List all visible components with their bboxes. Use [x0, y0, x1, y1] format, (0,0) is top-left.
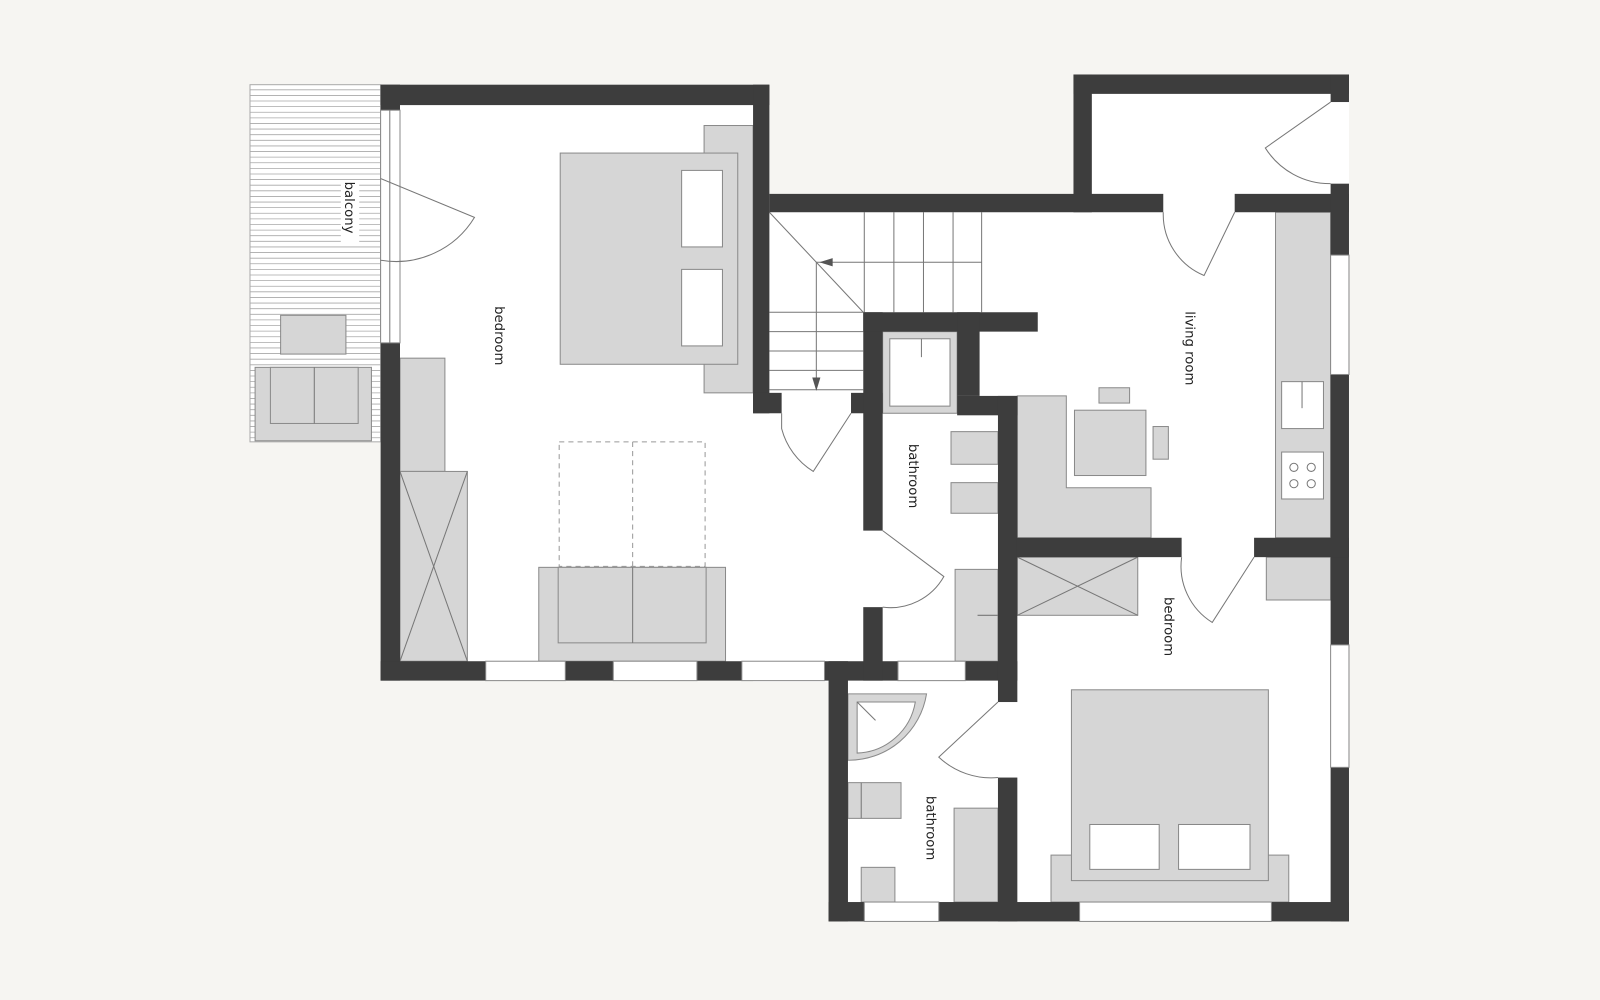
label-bedroom-main: bedroom: [491, 306, 506, 365]
pillow: [1178, 823, 1251, 870]
chair: [1152, 426, 1169, 460]
entrance-door: [1264, 101, 1331, 185]
balcony-door: [380, 178, 476, 263]
bathroom-2-door: [938, 701, 999, 779]
pillow: [1089, 823, 1160, 870]
dining-table: [1073, 409, 1147, 477]
staircase: [769, 211, 983, 391]
bedroom-door: [781, 412, 852, 473]
pillow: [681, 268, 723, 347]
shelf: [1265, 556, 1332, 601]
label-balcony: balcony: [341, 182, 356, 234]
main-bedroom-furniture: [399, 125, 754, 662]
stair-direction-arrow: [815, 261, 982, 388]
bedroom-2-furniture: [1016, 556, 1332, 903]
washbasin: [950, 482, 999, 514]
bedroom-2-door: [1180, 556, 1255, 624]
room-labels: balcony bedroom bathroom living room bed…: [340, 181, 1197, 860]
washbasin: [950, 431, 999, 465]
balcony-table: [280, 314, 347, 355]
chair: [1098, 387, 1131, 404]
living-room-door: [1162, 212, 1236, 277]
windows: [380, 109, 1350, 922]
washbasin: [847, 782, 902, 819]
bathroom-1-door: [882, 530, 945, 609]
dresser: [399, 357, 446, 472]
balcony: [249, 84, 382, 443]
label-bathroom-2: bathroom: [923, 796, 938, 860]
label-living-room: living room: [1182, 311, 1197, 385]
living-room-furniture: [1016, 211, 1332, 539]
label-bathroom-1: bathroom: [905, 444, 920, 508]
label-bedroom-2: bedroom: [1160, 597, 1175, 656]
bathtub: [953, 807, 999, 903]
doors: [380, 101, 1331, 779]
pillow: [681, 169, 723, 248]
bathroom-1-fixtures: [882, 331, 999, 662]
walls: [380, 74, 1349, 922]
toilet: [860, 866, 896, 903]
stove: [1281, 451, 1324, 500]
